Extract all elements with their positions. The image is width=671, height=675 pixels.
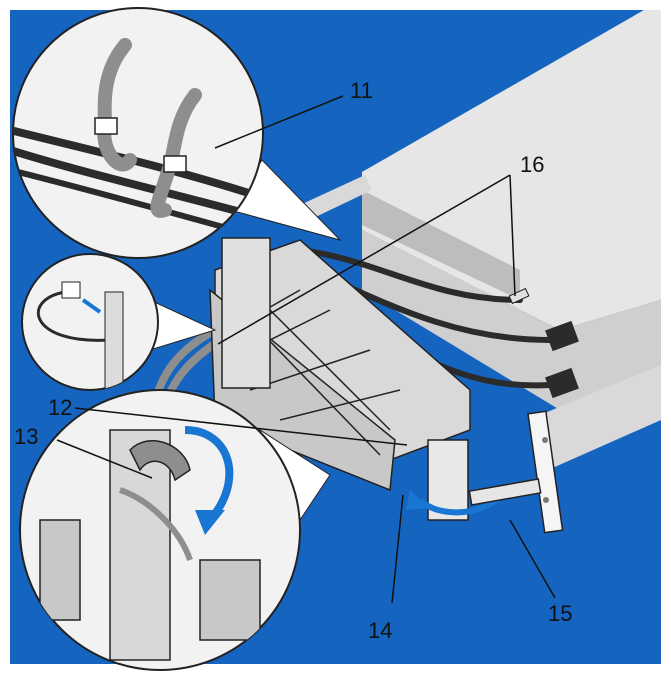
cable — [13, 146, 263, 224]
arm-post — [104, 291, 124, 390]
hinge-rotation-arrow-head — [406, 490, 428, 510]
rail-connector — [468, 478, 542, 506]
wrap-rotation-arrow-head — [195, 510, 225, 535]
leader-lines — [56, 95, 556, 604]
insertion-arrow-icon — [81, 298, 102, 314]
wrap-rotation-arrow — [184, 426, 234, 523]
leader-line-16 — [509, 174, 516, 297]
rail-bracket — [527, 410, 564, 534]
leader-line-13 — [56, 439, 153, 479]
arm-bracket — [221, 237, 271, 389]
cable — [297, 247, 523, 303]
callout-14: 14 — [368, 618, 393, 643]
leader-line-11 — [214, 95, 344, 149]
leader-line-16 — [217, 174, 511, 345]
callout-15: 15 — [548, 601, 573, 626]
callout-12: 12 — [48, 395, 73, 420]
leader-line-15 — [509, 519, 556, 599]
leader-line-12 — [74, 407, 408, 446]
cable-tie-point — [508, 287, 530, 305]
callout-13: 13 — [14, 424, 39, 449]
strap-buckle — [94, 117, 118, 135]
inset-circle — [12, 7, 264, 259]
cable-connector — [545, 367, 579, 399]
inset-circle — [21, 253, 159, 391]
leader-line-14 — [391, 494, 404, 604]
rail-screw — [542, 437, 548, 443]
callout-11: 11 — [350, 78, 373, 103]
mounting-rails — [300, 175, 661, 534]
arm-lattice-detail — [199, 559, 261, 641]
upper-rail — [300, 175, 372, 222]
wrap-detail-inset — [19, 389, 331, 671]
callout-16: 16 — [520, 152, 545, 177]
hook-and-loop-strap — [129, 440, 191, 482]
strap-buckle — [163, 155, 187, 173]
cable — [37, 290, 111, 342]
chassis-side — [362, 172, 661, 410]
arm-lattice-detail — [39, 519, 81, 621]
connector-detail-inset — [21, 253, 217, 391]
cable-management-arm — [209, 237, 542, 521]
chassis-rear-panel — [362, 190, 520, 300]
strap-detail-inset — [12, 7, 342, 259]
lower-rail — [540, 365, 661, 470]
server-chassis — [362, 10, 661, 410]
cable-connector — [545, 320, 579, 352]
strap-tail — [118, 487, 193, 562]
connector-plug — [61, 281, 81, 299]
rail-screw — [543, 497, 549, 503]
arm-lattice — [229, 289, 401, 456]
